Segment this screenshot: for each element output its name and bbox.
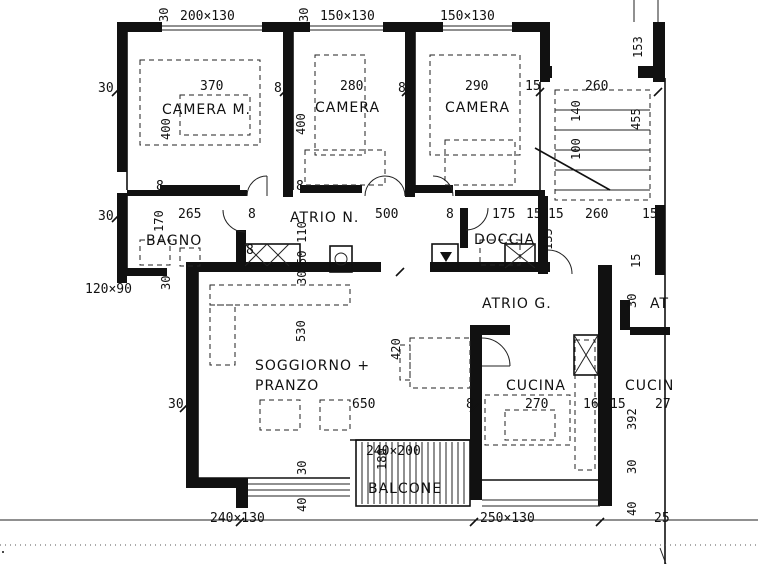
dim-wall-30-e: 30: [168, 397, 184, 412]
dim-stair-140: 140: [569, 100, 583, 122]
dim-wall-30-c: 30: [98, 81, 114, 96]
edge-marks: [2, 0, 667, 564]
dim-wall-25: 25: [654, 511, 670, 526]
dim-soggiorno-650: 650: [352, 397, 375, 412]
dim-cucina-392: 392: [625, 408, 639, 430]
label-doccia: DOCCIA: [474, 232, 535, 248]
dim-camera-2-width: 280: [340, 79, 363, 94]
window-dimensions: 200×130 150×130 150×130 120×90 240×130 2…: [85, 9, 535, 526]
dim-wall-30-f: 30: [295, 461, 309, 475]
tick-marks: [111, 87, 663, 527]
dim-wall-15-a: 15: [525, 79, 541, 94]
dim-wall-30-d: 30: [98, 209, 114, 224]
dim-camera-m-width: 370: [200, 79, 223, 94]
dim-bagno-265: 265: [178, 207, 201, 222]
dim-stair-width: 260: [585, 79, 608, 94]
label-bagno: BAGNO: [146, 233, 202, 249]
dim-stair-153: 153: [631, 36, 645, 58]
dim-doccia-175: 175: [492, 207, 515, 222]
label-balcone: BALCONE: [368, 481, 442, 497]
dim-bagno-170: 170: [152, 210, 166, 232]
dim-wall-8-a: 8: [274, 81, 282, 96]
balcone-hatch: [361, 442, 465, 504]
dim-wall-30-h: 30: [625, 294, 639, 308]
dim-wall-30-a: 30: [157, 8, 171, 22]
window-dim-3: 150×130: [440, 9, 495, 24]
window-dim-1: 200×130: [180, 9, 235, 24]
dim-wall-8-h: 8: [466, 397, 474, 412]
dim-wall-30-b: 30: [297, 8, 311, 22]
dim-wall-8-d: 8: [296, 179, 304, 194]
window-dim-cucina: 250×130: [480, 511, 535, 526]
door-swings: [222, 175, 573, 367]
window-dim-soggiorno: 240×130: [210, 511, 265, 526]
dim-wall-40-b: 40: [625, 502, 639, 516]
label-cucina: CUCINA: [506, 378, 566, 394]
dim-wall-8-g: 8: [446, 207, 454, 222]
dim-wall-15-f: 15: [610, 397, 626, 412]
room-labels: CAMERA M. CAMERA CAMERA ATRIO N. BAGNO D…: [146, 100, 674, 497]
dim-wall-8-e: 8: [406, 179, 414, 194]
dim-cucina-27: 27: [655, 397, 671, 412]
window-dim-2: 150×130: [320, 9, 375, 24]
dim-camera-3-width: 290: [465, 79, 488, 94]
dim-wall-30-j: 30: [159, 276, 173, 290]
label-pranzo: PRANZO: [255, 378, 319, 394]
dim-atrio-500: 500: [375, 207, 398, 222]
dim-cucina-270: 270: [525, 397, 548, 412]
dim-wall-30-g: 30: [625, 460, 639, 474]
dim-wall-40-a: 40: [295, 498, 309, 512]
label-camera-2: CAMERA: [315, 100, 380, 116]
label-atrio-n: ATRIO N.: [290, 210, 359, 226]
dim-wall-15-d: 15: [642, 207, 658, 222]
label-camera-m: CAMERA M.: [162, 102, 251, 118]
dim-wall-8-c: 8: [156, 179, 164, 194]
dim-kitchen-110: 110: [295, 221, 309, 243]
dim-cucina-16: 16: [583, 397, 599, 412]
label-camera-3: CAMERA: [445, 100, 510, 116]
dim-stair-455: 455: [629, 108, 643, 130]
dim-doccia-135: 135: [541, 228, 555, 250]
dim-wall-8-b: 8: [398, 81, 406, 96]
walls: [117, 22, 670, 508]
dim-soggiorno-420: 420: [389, 338, 403, 360]
windows: [162, 25, 600, 507]
hatched-units: [244, 243, 599, 507]
dim-balcone-180: 180: [375, 448, 389, 470]
dim-wall-15-b: 15: [526, 207, 542, 222]
dim-stair-100: 100: [569, 138, 583, 160]
label-soggiorno: SOGGIORNO +: [255, 358, 370, 374]
dim-stair-width-2: 260: [585, 207, 608, 222]
dim-wall-8-i: 8: [246, 243, 254, 258]
dim-camera-2-height: 400: [294, 113, 308, 135]
furniture: [139, 54, 651, 471]
label-cucina-neighbor: CUCIN: [625, 378, 674, 394]
dim-wall-15-e: 15: [629, 254, 643, 268]
dim-wall-8-f: 8: [248, 207, 256, 222]
window-dim-balcone: 240×200: [366, 444, 421, 459]
dim-camera-m-height: 400: [159, 118, 173, 140]
label-atrio-g: ATRIO G.: [482, 296, 552, 312]
dim-kitchen-50: 50: [295, 251, 309, 265]
dim-soggiorno-530: 530: [294, 320, 308, 342]
measurements: 370 280 290 260 260 500 265 175 650 270 …: [98, 8, 671, 526]
dim-wall-15-c: 15: [548, 207, 564, 222]
label-atrio-neighbor: AT: [650, 296, 669, 312]
dim-wall-30-i: 30: [295, 271, 309, 285]
window-dim-bagno: 120×90: [85, 282, 132, 297]
